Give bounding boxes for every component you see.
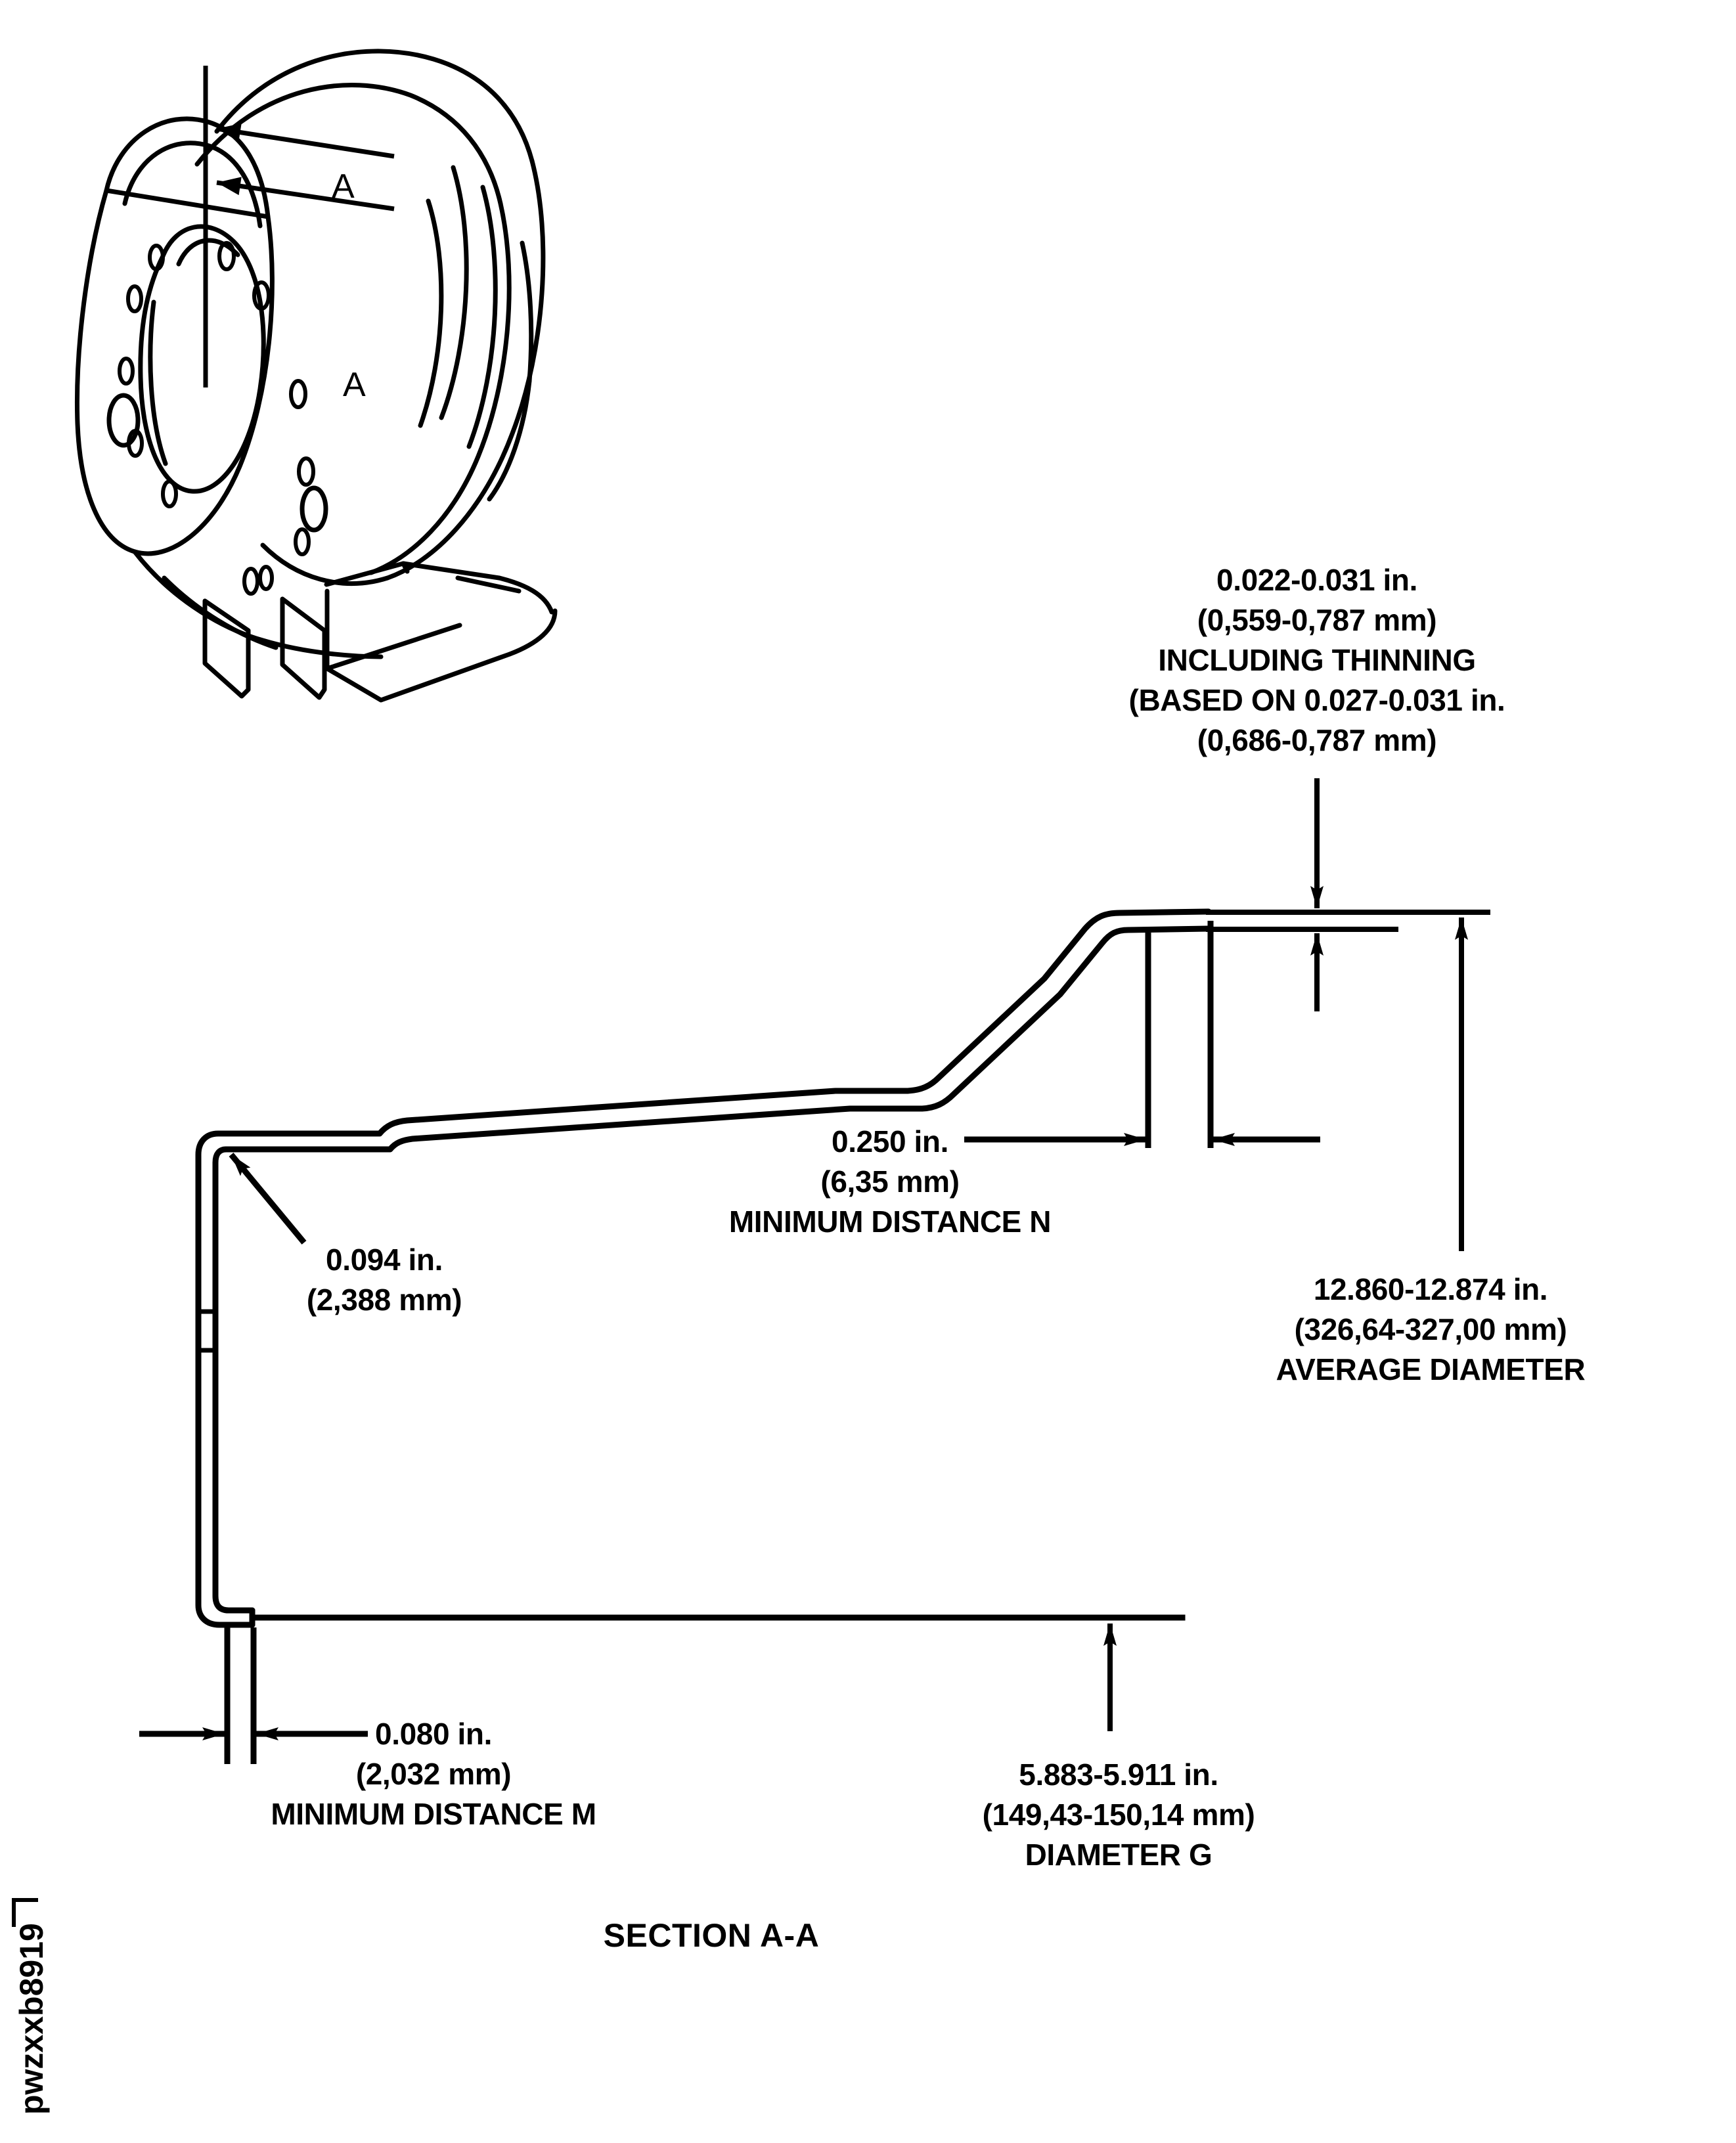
callout-line: DIAMETER G xyxy=(1025,1838,1213,1872)
callout-line: (326,64-327,00 mm) xyxy=(1294,1312,1567,1346)
callout-line: (6,35 mm) xyxy=(820,1164,960,1199)
isometric-wheel-rim xyxy=(74,49,558,703)
datum-line-average-diameter xyxy=(1206,910,1490,932)
callout-web-thickness: 0.094 in. (2,388 mm) xyxy=(307,1240,462,1320)
web-thickness-leader xyxy=(229,1153,307,1245)
section-cut-line xyxy=(203,66,395,387)
callout-line: 12.860-12.874 in. xyxy=(1313,1272,1548,1306)
distance-m-extension-lines xyxy=(224,1627,257,1764)
callout-minimum-distance-m: 0.080 in. (2,032 mm) MINIMUM DISTANCE M xyxy=(271,1714,596,1834)
distance-n-extension-lines xyxy=(1145,921,1214,1148)
callout-minimum-distance-n: 0.250 in. (6,35 mm) MINIMUM DISTANCE N xyxy=(728,1122,1052,1242)
section-title: SECTION A-A xyxy=(603,1917,820,1954)
callout-line: AVERAGE DIAMETER xyxy=(1276,1352,1586,1386)
callout-line: (0,559-0,787 mm) xyxy=(1197,603,1437,637)
web-break-marks xyxy=(197,1309,218,1353)
figure-id-watermark: pwzxxb8919 xyxy=(12,1898,64,2115)
callout-line: 0.080 in. xyxy=(375,1717,492,1751)
callout-line: 0.250 in. xyxy=(832,1124,948,1159)
section-letter-a-lower: A xyxy=(343,366,366,404)
callout-line: 0.022-0.031 in. xyxy=(1216,563,1417,597)
callout-line: MINIMUM DISTANCE N xyxy=(728,1204,1052,1239)
corner-bracket-mark xyxy=(12,1898,38,1927)
section-letter-a-upper: A xyxy=(332,167,355,206)
callout-diameter-g: 5.883-5.911 in. (149,43-150,14 mm) DIAME… xyxy=(983,1755,1255,1875)
callout-line: (BASED ON 0.027-0.031 in. xyxy=(1128,683,1505,717)
callout-rim-flange-thickness: 0.022-0.031 in. (0,559-0,787 mm) INCLUDI… xyxy=(1129,560,1505,761)
callout-line: (149,43-150,14 mm) xyxy=(982,1798,1255,1832)
callout-line: 0.094 in. xyxy=(326,1243,443,1277)
callout-line: INCLUDING THINNING xyxy=(1158,643,1476,677)
callout-line: (2,032 mm) xyxy=(355,1757,512,1791)
figure-id-text: pwzxxb8919 xyxy=(13,1923,50,2115)
callout-line: 5.883-5.911 in. xyxy=(1019,1757,1218,1792)
callout-average-diameter: 12.860-12.874 in. (326,64-327,00 mm) AVE… xyxy=(1276,1270,1586,1390)
callout-line: (2,388 mm) xyxy=(306,1283,462,1317)
callout-line: (0,686-0,787 mm) xyxy=(1197,723,1437,757)
callout-line: MINIMUM DISTANCE M xyxy=(271,1797,596,1831)
